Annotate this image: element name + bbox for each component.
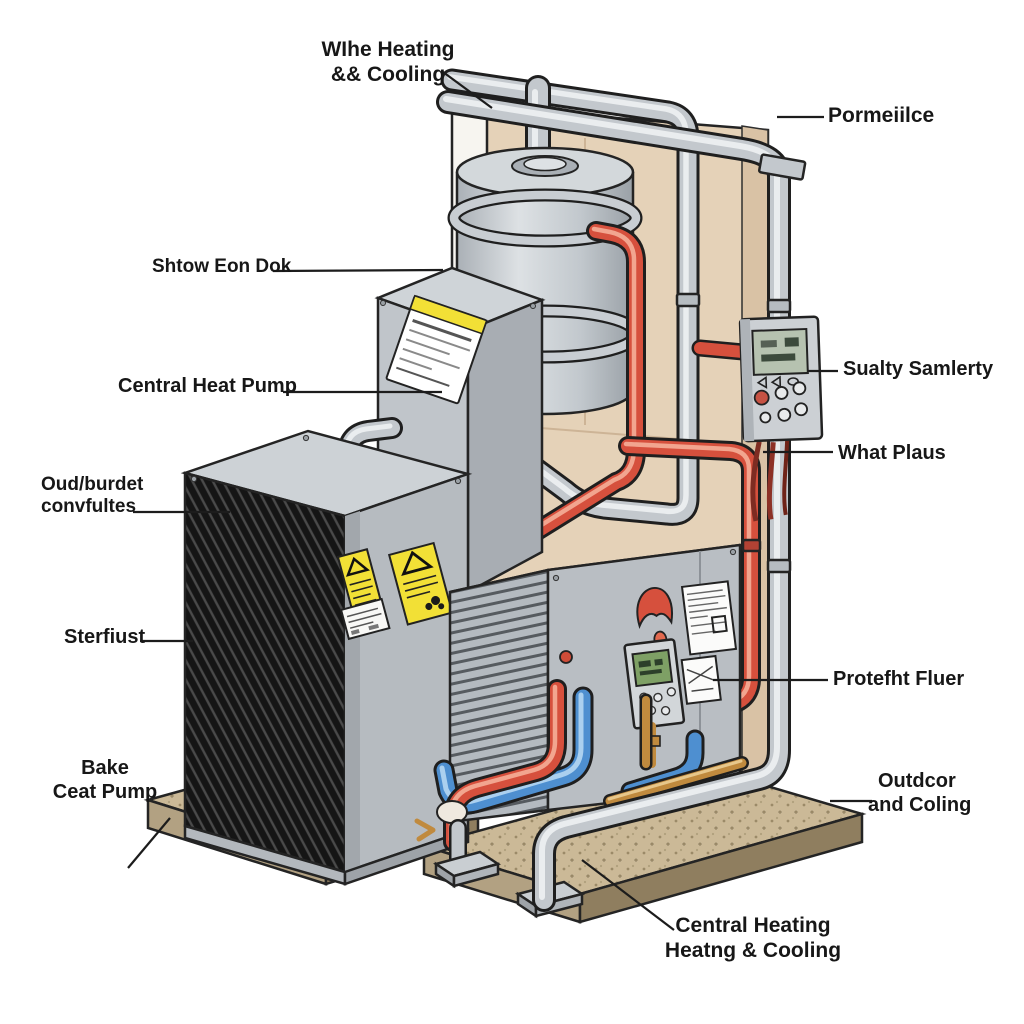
label-shtow-eon-dok: Shtow Eon Dok: [152, 256, 292, 277]
spec-label: [680, 580, 738, 656]
diagram-label: [680, 654, 722, 705]
label-pormeiilce: Pormeiilce: [828, 104, 935, 127]
data-plate: [339, 597, 391, 641]
thermostat-lcd-screen: [751, 327, 809, 376]
indoor-unit: [448, 543, 742, 824]
label-protefht-fluer: Protefht Fluer: [833, 668, 965, 690]
warning-label-2: [387, 541, 454, 626]
label-bake-ceat-pump: Bake Ceat Pump: [52, 757, 158, 803]
label-sterfiust: Sterfiust: [64, 626, 146, 648]
hot-water-pipe-tank: [448, 221, 646, 590]
label-central-heating-cooling: Central Heating Heatng & Cooling: [664, 914, 842, 962]
valve-handle-icon: [559, 650, 573, 664]
circulation-pump: [436, 800, 468, 824]
bottom-pipes: [414, 679, 749, 889]
label-what-plaus: What Plaus: [838, 442, 946, 464]
unit-controller: [623, 638, 686, 730]
outdoor-unit: [180, 429, 473, 886]
label-wlhe-heating: WIhe Heating && Cooling: [321, 38, 455, 86]
label-sualty-samlerty: Sualty Samlerty: [843, 358, 994, 380]
label-central-heat-pump: Central Heat Pump: [118, 375, 297, 397]
leader-lines: [127, 71, 872, 931]
outdoor-unit-grille: [183, 471, 347, 874]
wall-thermostat: [738, 315, 824, 522]
unit-lcd-screen: [631, 648, 674, 688]
label-oudburdet-convfultes: Oud/burdet convfultes: [41, 474, 144, 518]
label-outdcor-and-coling: Outdcor and Coling: [868, 770, 972, 816]
pipe-bracket: [758, 153, 807, 181]
supply-pipe-front: [436, 90, 807, 919]
